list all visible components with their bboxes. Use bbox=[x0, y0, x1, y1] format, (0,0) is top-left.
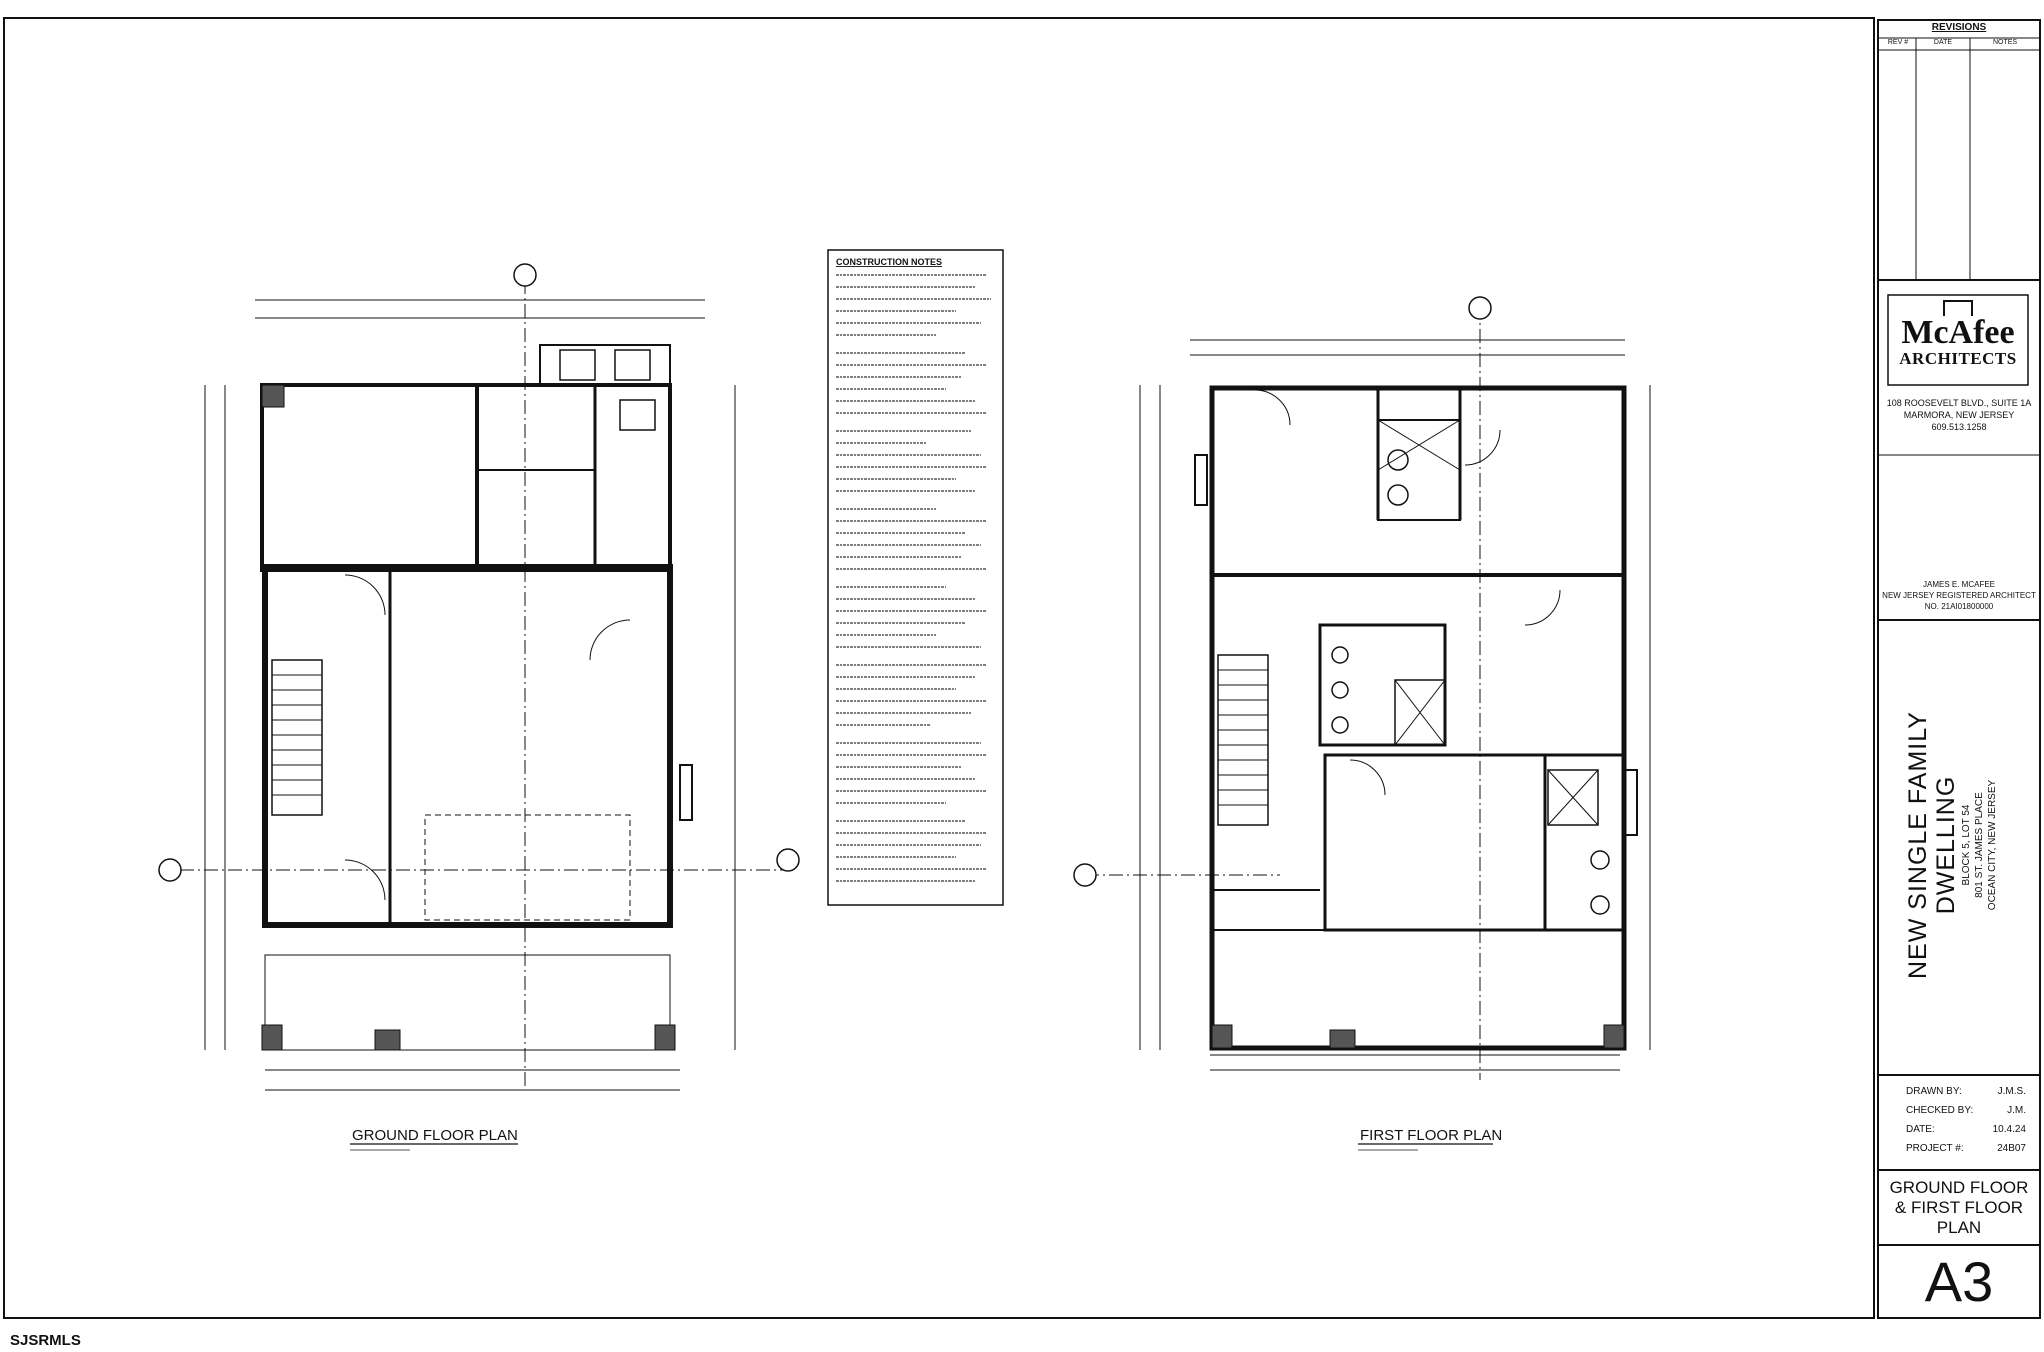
project-street: 801 ST. JAMES PLACE bbox=[1974, 792, 1985, 898]
revisions-header-rev: REV # bbox=[1887, 39, 1909, 46]
firm-logo-name: McAfee bbox=[1901, 314, 2015, 351]
drawing-info: DRAWN BY: J.M.S. CHECKED BY: J.M. DATE: … bbox=[1906, 1086, 2026, 1162]
construction-notes: CONSTRUCTION NOTES bbox=[827, 249, 1004, 906]
sheet-title-line1: GROUND FLOOR bbox=[1889, 1178, 2029, 1197]
sheet-number: A3 bbox=[1924, 1250, 1994, 1313]
project-city: OCEAN CITY, NEW JERSEY bbox=[1987, 779, 1998, 911]
notes-title: CONSTRUCTION NOTES bbox=[836, 257, 942, 267]
info-value: J.M.S. bbox=[1997, 1086, 2026, 1097]
ground-floor-plan-title: GROUND FLOOR PLAN bbox=[352, 1127, 518, 1144]
architect-number: NO. 21AI01800000 bbox=[1924, 602, 1994, 611]
project-title-line2: DWELLING bbox=[1932, 775, 1960, 915]
project-title-line1: NEW SINGLE FAMILY bbox=[1904, 711, 1932, 979]
first-floor-plan bbox=[1073, 296, 1651, 1080]
info-value: 24B07 bbox=[1997, 1143, 2026, 1154]
sheet-border bbox=[3, 17, 1875, 1319]
title-block bbox=[1877, 19, 2041, 1319]
firm-phone: 609.513.1258 bbox=[1931, 422, 1987, 432]
architect-name: JAMES E. MCAFEE bbox=[1922, 580, 1995, 589]
info-row: CHECKED BY: J.M. bbox=[1906, 1105, 2026, 1124]
revisions-header-date: DATE bbox=[1933, 39, 1953, 46]
sheet-title-line2: & FIRST FLOOR bbox=[1894, 1198, 2024, 1217]
info-row: DATE: 10.4.24 bbox=[1906, 1124, 2026, 1143]
info-row: PROJECT #: 24B07 bbox=[1906, 1143, 2026, 1162]
revisions-title: REVISIONS bbox=[1931, 22, 1987, 33]
info-value: 10.4.24 bbox=[1992, 1124, 2026, 1135]
info-row: DRAWN BY: J.M.S. bbox=[1906, 1086, 2026, 1105]
firm-logo: McAfee ARCHITECTS bbox=[1888, 300, 2028, 368]
info-label: DATE: bbox=[1906, 1124, 1935, 1135]
project-block-lot: BLOCK 5, LOT 54 bbox=[1961, 804, 1972, 886]
project-title-block: NEW SINGLE FAMILY DWELLING BLOCK 5, LOT … bbox=[1904, 635, 2014, 1055]
info-value: J.M. bbox=[2007, 1105, 2026, 1116]
architect-license: NEW JERSEY REGISTERED ARCHITECT bbox=[1882, 591, 2036, 600]
house-icon bbox=[1943, 300, 1973, 316]
firm-address-2: MARMORA, NEW JERSEY bbox=[1903, 410, 2015, 420]
info-label: DRAWN BY: bbox=[1906, 1086, 1962, 1097]
sheet-title-line3: PLAN bbox=[1936, 1218, 1982, 1237]
info-label: PROJECT #: bbox=[1906, 1143, 1964, 1154]
sheet-title: GROUND FLOOR & FIRST FLOOR PLAN bbox=[1878, 1178, 2040, 1238]
first-floor-plan-title: FIRST FLOOR PLAN bbox=[1360, 1127, 1502, 1144]
ground-floor-plan bbox=[158, 263, 800, 1091]
firm-address-1: 108 ROOSEVELT BLVD., SUITE 1A bbox=[1886, 398, 2032, 408]
info-label: CHECKED BY: bbox=[1906, 1105, 1974, 1116]
watermark: SJSRMLS bbox=[10, 1332, 81, 1349]
revisions-header-notes: NOTES bbox=[1992, 39, 2018, 46]
firm-logo-subtitle: ARCHITECTS bbox=[1899, 349, 2017, 368]
